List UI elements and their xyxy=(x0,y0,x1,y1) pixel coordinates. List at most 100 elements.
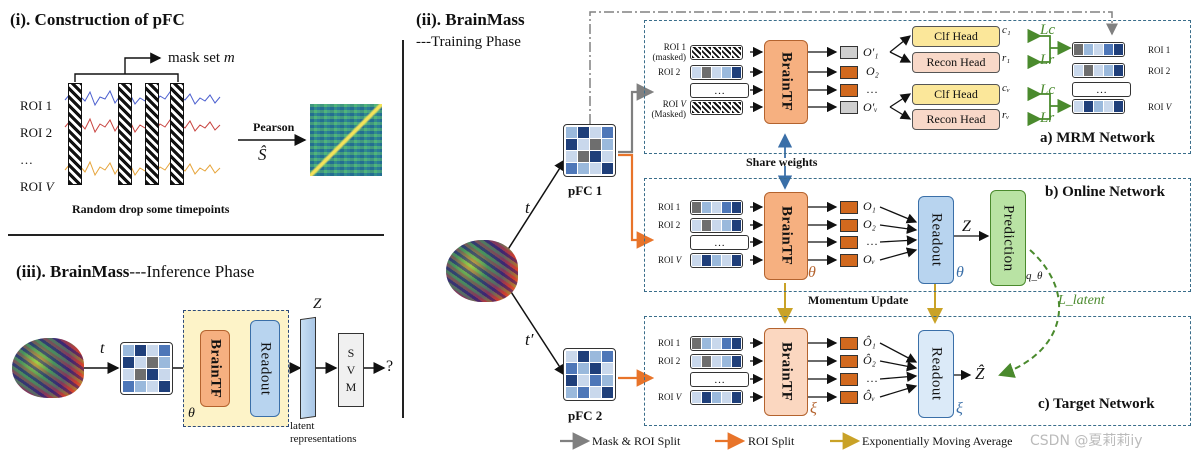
online-theta: θ xyxy=(808,264,816,281)
legend-roi-split: ROI Split xyxy=(748,434,795,448)
roi-labels-construction: ROI 1 ROI 2 … ROI V xyxy=(20,92,54,200)
mask-bar xyxy=(170,83,184,185)
mrm-network-box xyxy=(644,20,1191,154)
brain-image xyxy=(446,240,518,302)
mrm-output-roi-row xyxy=(1072,99,1125,114)
target-roi-row xyxy=(690,390,743,405)
roi-label: ROI V xyxy=(658,255,682,265)
timeseries-roi2 xyxy=(64,117,221,134)
mask-set-label: mask set m xyxy=(168,50,235,66)
online-output-token xyxy=(840,254,858,267)
target-roi-row xyxy=(690,354,743,369)
online-roi-row xyxy=(690,253,743,268)
mrm-output-label: O′₁ xyxy=(863,45,879,59)
head-var: cᵥ xyxy=(1002,82,1010,94)
online-z-label: Z xyxy=(962,218,971,235)
online-roi-row-ellipsis: … xyxy=(690,235,749,250)
prediction-block: Prediction xyxy=(990,190,1026,286)
clf-head: Clf Head xyxy=(912,26,1000,47)
online-roi-row xyxy=(690,200,743,215)
mrm-roi-row-ellipsis: … xyxy=(690,83,749,98)
pfc2-matrix xyxy=(563,348,616,401)
share-weights-label: Share weights xyxy=(746,155,818,169)
target-roi-row-ellipsis: … xyxy=(690,372,749,387)
pfc1-label: pFC 1 xyxy=(568,183,603,198)
t-label: t xyxy=(100,340,105,357)
recon-head: Recon Head xyxy=(912,52,1000,73)
s-hat-label: Ŝ xyxy=(258,145,267,164)
mrm-roi-row-masked xyxy=(690,45,743,60)
latent-vector xyxy=(300,316,316,420)
mrm-roi-labels: ROI 1 (masked) xyxy=(652,42,687,62)
inference-brain-tf: BrainTF xyxy=(200,330,230,407)
mrm-roi-row xyxy=(690,65,743,80)
target-output-token xyxy=(840,391,858,404)
output-question: ? xyxy=(386,358,394,375)
target-xi: ξ xyxy=(810,400,817,417)
mrm-output-token xyxy=(840,101,858,114)
l-latent-label: L_latent xyxy=(1058,293,1105,308)
inference-readout: Readout xyxy=(250,320,280,417)
roi-label: ROI 2 xyxy=(658,356,681,366)
mrm-output-token xyxy=(840,66,858,79)
online-output-label: O₁ xyxy=(863,199,876,213)
mrm-output-roi-row xyxy=(1072,63,1125,78)
svm-letter: S xyxy=(347,345,355,360)
clf-head: Clf Head xyxy=(912,84,1000,105)
mrm-output-roi-row xyxy=(1072,42,1125,57)
head-var: rᵥ xyxy=(1002,109,1010,121)
recon-head: Recon Head xyxy=(912,109,1000,130)
latent-caption: latent representations xyxy=(290,420,357,445)
roi-label: ROI 2 xyxy=(20,125,53,140)
online-output-token xyxy=(840,201,858,214)
svm-letter: M xyxy=(345,379,357,394)
timeseries-roi1 xyxy=(64,89,221,107)
construction-caption: Random drop some timepoints xyxy=(72,202,230,216)
online-output-token xyxy=(840,236,858,249)
momentum-update-label: Momentum Update xyxy=(808,293,909,307)
pfc1-matrix xyxy=(563,124,616,177)
pearson-matrix xyxy=(310,104,382,176)
svm-letter: V xyxy=(346,362,356,377)
target-output-label: Ô₁ xyxy=(863,335,876,349)
loss-label: Lr xyxy=(1040,52,1055,68)
mrm-brain-tf: BrainTF xyxy=(764,40,808,124)
mrm-output-label: … xyxy=(866,82,878,96)
roi-label: ROI V xyxy=(1148,102,1172,112)
target-roi-row xyxy=(690,336,743,351)
roi-label: ROI 2 xyxy=(658,220,681,230)
watermark: CSDN @夏莉莉iy xyxy=(1030,433,1143,449)
target-network-box xyxy=(644,316,1191,426)
loss-label: Lr xyxy=(1040,110,1055,126)
loss-label: Lc xyxy=(1040,22,1055,38)
online-brain-tf: BrainTF xyxy=(764,192,808,280)
target-output-token xyxy=(840,337,858,350)
target-output-label: Ôᵥ xyxy=(863,389,876,403)
mrm-output-token xyxy=(840,84,858,97)
mask-bar xyxy=(145,83,159,185)
target-output-token xyxy=(840,373,858,386)
legend-ema: Exponentially Moving Average xyxy=(862,434,1013,448)
t-prime-label: t′ xyxy=(525,330,534,349)
online-output-label: O₂ xyxy=(863,217,876,231)
pearson-label: Pearson xyxy=(253,120,295,134)
target-output-token xyxy=(840,355,858,368)
brain-image xyxy=(12,338,84,398)
roi-label: ROI V xyxy=(658,392,682,402)
roi-label: ROI 1 xyxy=(658,338,681,348)
target-readout-xi: ξ xyxy=(956,400,963,417)
roi-label: ROI 1 xyxy=(1148,45,1171,55)
t-label: t xyxy=(525,198,530,217)
z-hat-label: Ẑ xyxy=(975,364,985,383)
target-output-label: … xyxy=(866,371,878,385)
online-readout: Readout xyxy=(918,196,954,284)
q-theta-label: q_θ xyxy=(1026,270,1043,282)
online-output-label: … xyxy=(866,234,878,248)
mrm-network-label: a) MRM Network xyxy=(1040,130,1155,146)
roi-label: ROI 1 xyxy=(658,202,681,212)
head-var: r₁ xyxy=(1002,52,1011,64)
mask-bar xyxy=(118,83,132,185)
mask-bar xyxy=(68,83,82,185)
online-readout-theta: θ xyxy=(956,264,964,281)
online-roi-row xyxy=(690,218,743,233)
